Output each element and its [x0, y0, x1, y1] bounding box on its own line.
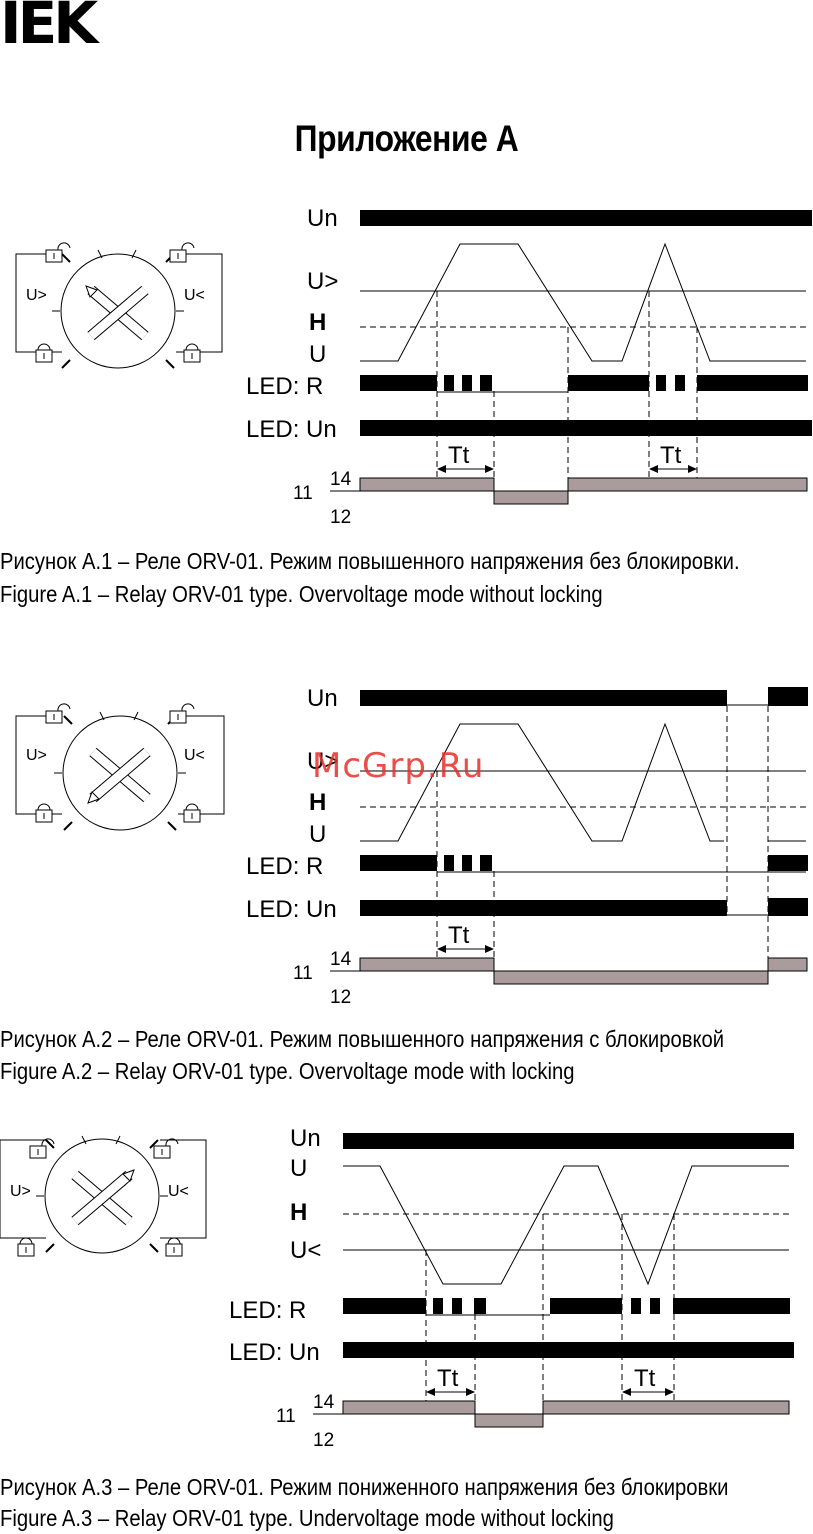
- led-r-track: [360, 375, 808, 393]
- dial-right-label: U<: [184, 747, 205, 764]
- figure-a1-caption-ru: Рисунок А.1 – Реле ORV-01. Режим повышен…: [0, 548, 740, 574]
- lock-open-icon: [45, 242, 71, 263]
- tt-arrow: [437, 465, 494, 473]
- label-h: H: [290, 1199, 307, 1226]
- led-r-track: [343, 1298, 790, 1316]
- dial-a3: U> U<: [0, 1135, 207, 1257]
- page-title: Приложение А: [294, 118, 519, 159]
- label-un: Un: [307, 685, 338, 712]
- dial-left-label: U>: [10, 1183, 31, 1200]
- lock-open-icon: [45, 703, 71, 724]
- watermark-text: McGrp.Ru: [312, 746, 485, 786]
- contact-12-label: 12: [330, 987, 351, 1008]
- label-h: H: [309, 309, 326, 336]
- dial-left-label: U>: [26, 747, 47, 764]
- figure-a2-caption-en: Figure A.2 – Relay ORV-01 type. Overvolt…: [0, 1058, 575, 1084]
- voltage-waveform: [360, 722, 724, 842]
- un-bar: [343, 1133, 794, 1149]
- figure-a2-diagram: U> U< Un U> H U LED: R LED: Un Tt 11: [15, 685, 808, 1008]
- lock-closed-icon: [35, 803, 53, 823]
- label-un: Un: [307, 205, 338, 232]
- lock-open-icon: [29, 1138, 55, 1159]
- contact-track: [359, 477, 808, 505]
- contact-track: [342, 1400, 790, 1428]
- logo-text: IEK: [0, 0, 98, 57]
- contact-12-label: 12: [313, 1430, 334, 1451]
- dial-a2: U> U<: [15, 703, 225, 831]
- timing-guides: [436, 706, 769, 958]
- figure-a3-diagram: U> U< Un U H U< LED: R LED: Un Tt Tt: [0, 1125, 794, 1451]
- tt-arrow: [649, 465, 697, 473]
- led-un-bar: [360, 420, 812, 436]
- tt-arrow: [426, 1388, 475, 1396]
- led-r-track: [360, 855, 808, 873]
- label-led-un: LED: Un: [229, 1339, 320, 1366]
- dial-left-label: U>: [26, 287, 47, 304]
- figure-a1-caption-en: Figure A.1 – Relay ORV-01 type. Overvolt…: [0, 581, 603, 607]
- label-u: U: [309, 341, 326, 368]
- lock-closed-icon: [183, 343, 201, 363]
- label-u-over: U>: [307, 748, 338, 775]
- figure-a3-caption-ru: Рисунок А.3 – Реле ORV-01. Режим понижен…: [0, 1474, 729, 1500]
- tt-label: Tt: [634, 1365, 656, 1392]
- lock-closed-icon: [17, 1237, 35, 1257]
- label-led-un: LED: Un: [246, 896, 337, 923]
- contact-11-label: 11: [293, 483, 313, 504]
- lock-closed-icon: [183, 803, 201, 823]
- label-led-r: LED: R: [229, 1297, 306, 1324]
- lock-closed-icon: [35, 343, 53, 363]
- label-u-under: U<: [290, 1237, 321, 1264]
- label-led-r: LED: R: [246, 373, 323, 400]
- label-un: Un: [290, 1125, 321, 1152]
- iek-logo: IEK: [0, 0, 115, 56]
- figure-a1-diagram: U> U< Un U> H U LED: R LED: Un Tt: [15, 205, 812, 528]
- tt-arrow: [622, 1388, 674, 1396]
- tt-arrow: [437, 945, 494, 953]
- contact-14-label: 14: [330, 469, 352, 490]
- label-u-over: U>: [307, 268, 338, 295]
- timing-guides: [436, 291, 698, 504]
- figure-a3-caption-en: Figure A.3 – Relay ORV-01 type. Undervol…: [0, 1505, 614, 1531]
- un-bar: [360, 210, 812, 226]
- label-led-un: LED: Un: [246, 416, 337, 443]
- dial-right-label: U<: [168, 1183, 189, 1200]
- tt-label: Tt: [660, 442, 682, 469]
- tt-label: Tt: [448, 442, 470, 469]
- led-un-bar: [360, 898, 808, 916]
- lock-open-icon: [169, 703, 195, 724]
- contact-14-label: 14: [330, 949, 352, 970]
- dial-a1: U> U<: [15, 242, 223, 369]
- lock-open-icon: [153, 1138, 179, 1159]
- label-u: U: [290, 1155, 307, 1182]
- label-h: H: [309, 789, 326, 816]
- un-bar: [360, 687, 808, 706]
- led-un-bar: [343, 1342, 794, 1358]
- contact-12-label: 12: [330, 507, 351, 528]
- contact-11-label: 11: [293, 963, 313, 984]
- contact-track: [359, 957, 808, 985]
- label-u: U: [309, 821, 326, 848]
- voltage-waveform: [343, 1165, 789, 1286]
- dial-right-label: U<: [184, 287, 205, 304]
- lock-open-icon: [169, 242, 195, 263]
- figure-a2-caption-ru: Рисунок А.2 – Реле ORV-01. Режим повышен…: [0, 1026, 725, 1052]
- label-led-r: LED: R: [246, 853, 323, 880]
- contact-14-label: 14: [313, 1392, 335, 1413]
- tt-label: Tt: [437, 1365, 459, 1392]
- timing-guides: [425, 1214, 675, 1427]
- tt-label: Tt: [448, 922, 470, 949]
- contact-11-label: 11: [276, 1406, 296, 1427]
- voltage-waveform: [360, 242, 806, 362]
- lock-closed-icon: [165, 1237, 183, 1257]
